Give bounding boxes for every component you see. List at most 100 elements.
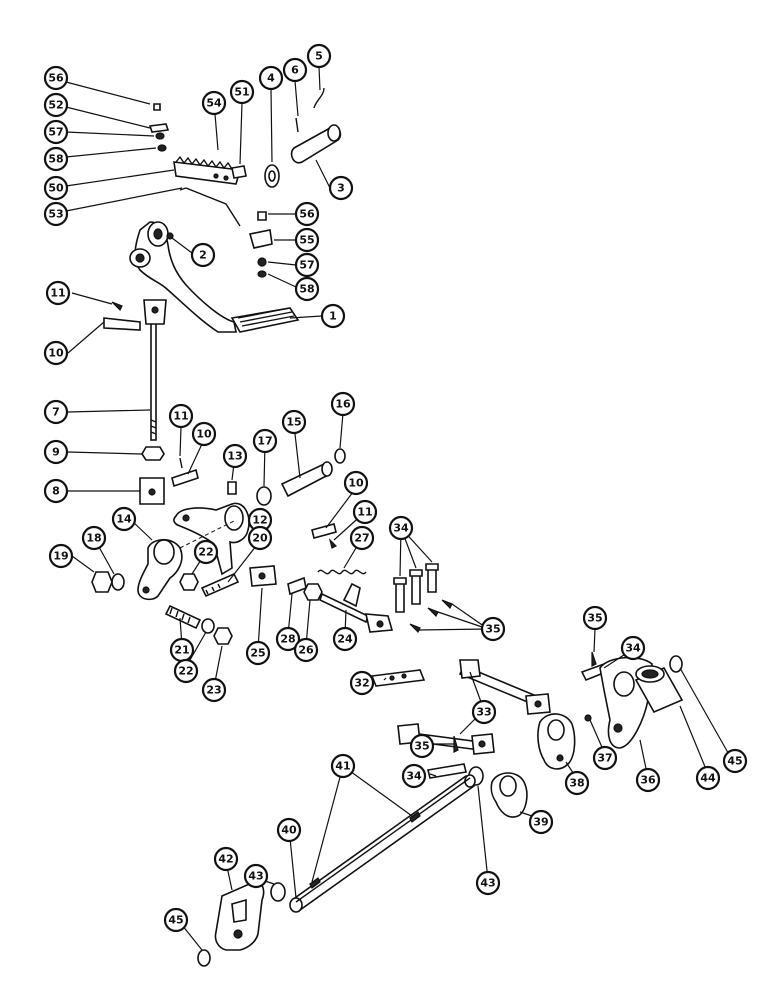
part-37-fitting (584, 714, 592, 722)
part-42-bracket (214, 880, 265, 951)
callout-35: 35 (582, 605, 608, 631)
callout-label: 27 (354, 532, 369, 545)
callout-label: 37 (597, 752, 612, 765)
callout-39: 39 (528, 809, 554, 835)
callout-27: 27 (349, 525, 375, 551)
callout-label: 58 (299, 283, 314, 296)
callout-34: 34 (620, 635, 646, 661)
callout-label: 36 (640, 774, 656, 787)
callout-38: 38 (564, 770, 590, 796)
part-34-bolts (393, 563, 439, 613)
part-24-rod (319, 582, 394, 633)
part-stack-right (248, 211, 273, 278)
callout-label: 10 (196, 428, 212, 441)
callout-label: 26 (298, 644, 314, 657)
callout-26: 26 (293, 637, 319, 663)
part-41-key-a (409, 811, 421, 823)
part-10-pin-right (311, 523, 337, 539)
part-35-clip-upper (591, 651, 597, 667)
callout-label: 34 (406, 770, 422, 783)
callouts: 56 52 57 58 50 53 54 51 4 6 5 3 56 55 57… (43, 43, 748, 933)
callout-label: 15 (286, 416, 301, 429)
part-40-shaft (289, 774, 476, 913)
part-50-quadrant (173, 155, 242, 185)
callout-19: 19 (48, 543, 74, 569)
callout-label: 1 (329, 310, 337, 323)
part-clevis-top (143, 299, 167, 325)
callout-label: 50 (48, 182, 64, 195)
callout-34: 34 (388, 515, 414, 541)
part-45-ring-left (197, 949, 211, 967)
callout-22: 22 (173, 658, 199, 684)
callout-23: 23 (201, 677, 227, 703)
callout-label: 19 (53, 550, 68, 563)
callout-10: 10 (43, 340, 69, 366)
callout-57: 57 (43, 119, 69, 145)
callout-label: 20 (252, 532, 268, 545)
callout-label: 25 (250, 647, 265, 660)
callout-10: 10 (343, 470, 369, 496)
leader-lines (65, 66, 732, 951)
callout-57: 57 (294, 252, 320, 278)
callout-34: 34 (401, 763, 427, 789)
callout-label: 24 (337, 633, 353, 646)
part-20-bolt (200, 572, 240, 598)
part-stack-top-left (148, 103, 170, 152)
callout-label: 22 (178, 665, 193, 678)
callout-label: 32 (354, 677, 369, 690)
callout-43: 43 (243, 863, 269, 889)
callout-25: 25 (245, 640, 271, 666)
callout-label: 5 (315, 50, 323, 63)
part-18-washer (111, 573, 125, 591)
callout-label: 40 (281, 824, 297, 837)
part-53-rod (179, 187, 241, 227)
part-8-clevis (139, 477, 165, 505)
part-39-lever (490, 772, 528, 818)
callout-label: 35 (587, 612, 602, 625)
callout-label: 22 (198, 546, 213, 559)
callout-56: 56 (43, 65, 69, 91)
callout-21: 21 (169, 637, 195, 663)
callout-35: 35 (409, 733, 435, 759)
callout-label: 39 (533, 816, 548, 829)
callout-17: 17 (252, 428, 278, 454)
callout-label: 11 (357, 506, 372, 519)
callout-label: 16 (335, 398, 351, 411)
callout-label: 57 (299, 259, 314, 272)
part-11-clip-top (111, 301, 123, 312)
callout-33: 33 (471, 699, 497, 725)
callout-label: 28 (280, 633, 295, 646)
callout-45: 45 (163, 907, 189, 933)
callout-43: 43 (475, 870, 501, 896)
part-44-bushing (634, 665, 684, 714)
callout-label: 56 (299, 208, 315, 221)
callout-label: 43 (480, 877, 495, 890)
callout-label: 10 (348, 477, 364, 490)
part-13-fitting (227, 481, 237, 495)
callout-55: 55 (294, 227, 320, 253)
callout-58: 58 (43, 146, 69, 172)
part-38-lever (537, 713, 576, 770)
part-1-pedal-arm (129, 221, 300, 333)
callout-label: 21 (174, 644, 189, 657)
callout-14: 14 (111, 506, 137, 532)
callout-11: 11 (45, 280, 71, 306)
callout-35: 35 (480, 616, 506, 642)
callout-54: 54 (201, 90, 227, 116)
callout-label: 23 (206, 684, 221, 697)
callout-label: 45 (168, 914, 183, 927)
callout-label: 55 (299, 234, 314, 247)
callout-label: 11 (173, 410, 188, 423)
callout-53: 53 (43, 201, 69, 227)
part-11-clip-mid (179, 457, 183, 469)
callout-label: 33 (476, 706, 491, 719)
alignment-line-1 (179, 519, 237, 549)
callout-label: 2 (199, 249, 207, 262)
callout-12: 12 (247, 507, 273, 533)
part-41-key-b (309, 877, 321, 889)
callout-58: 58 (294, 276, 320, 302)
callout-label: 6 (291, 64, 299, 77)
callout-label: 7 (52, 406, 60, 419)
callout-6: 6 (282, 57, 308, 83)
